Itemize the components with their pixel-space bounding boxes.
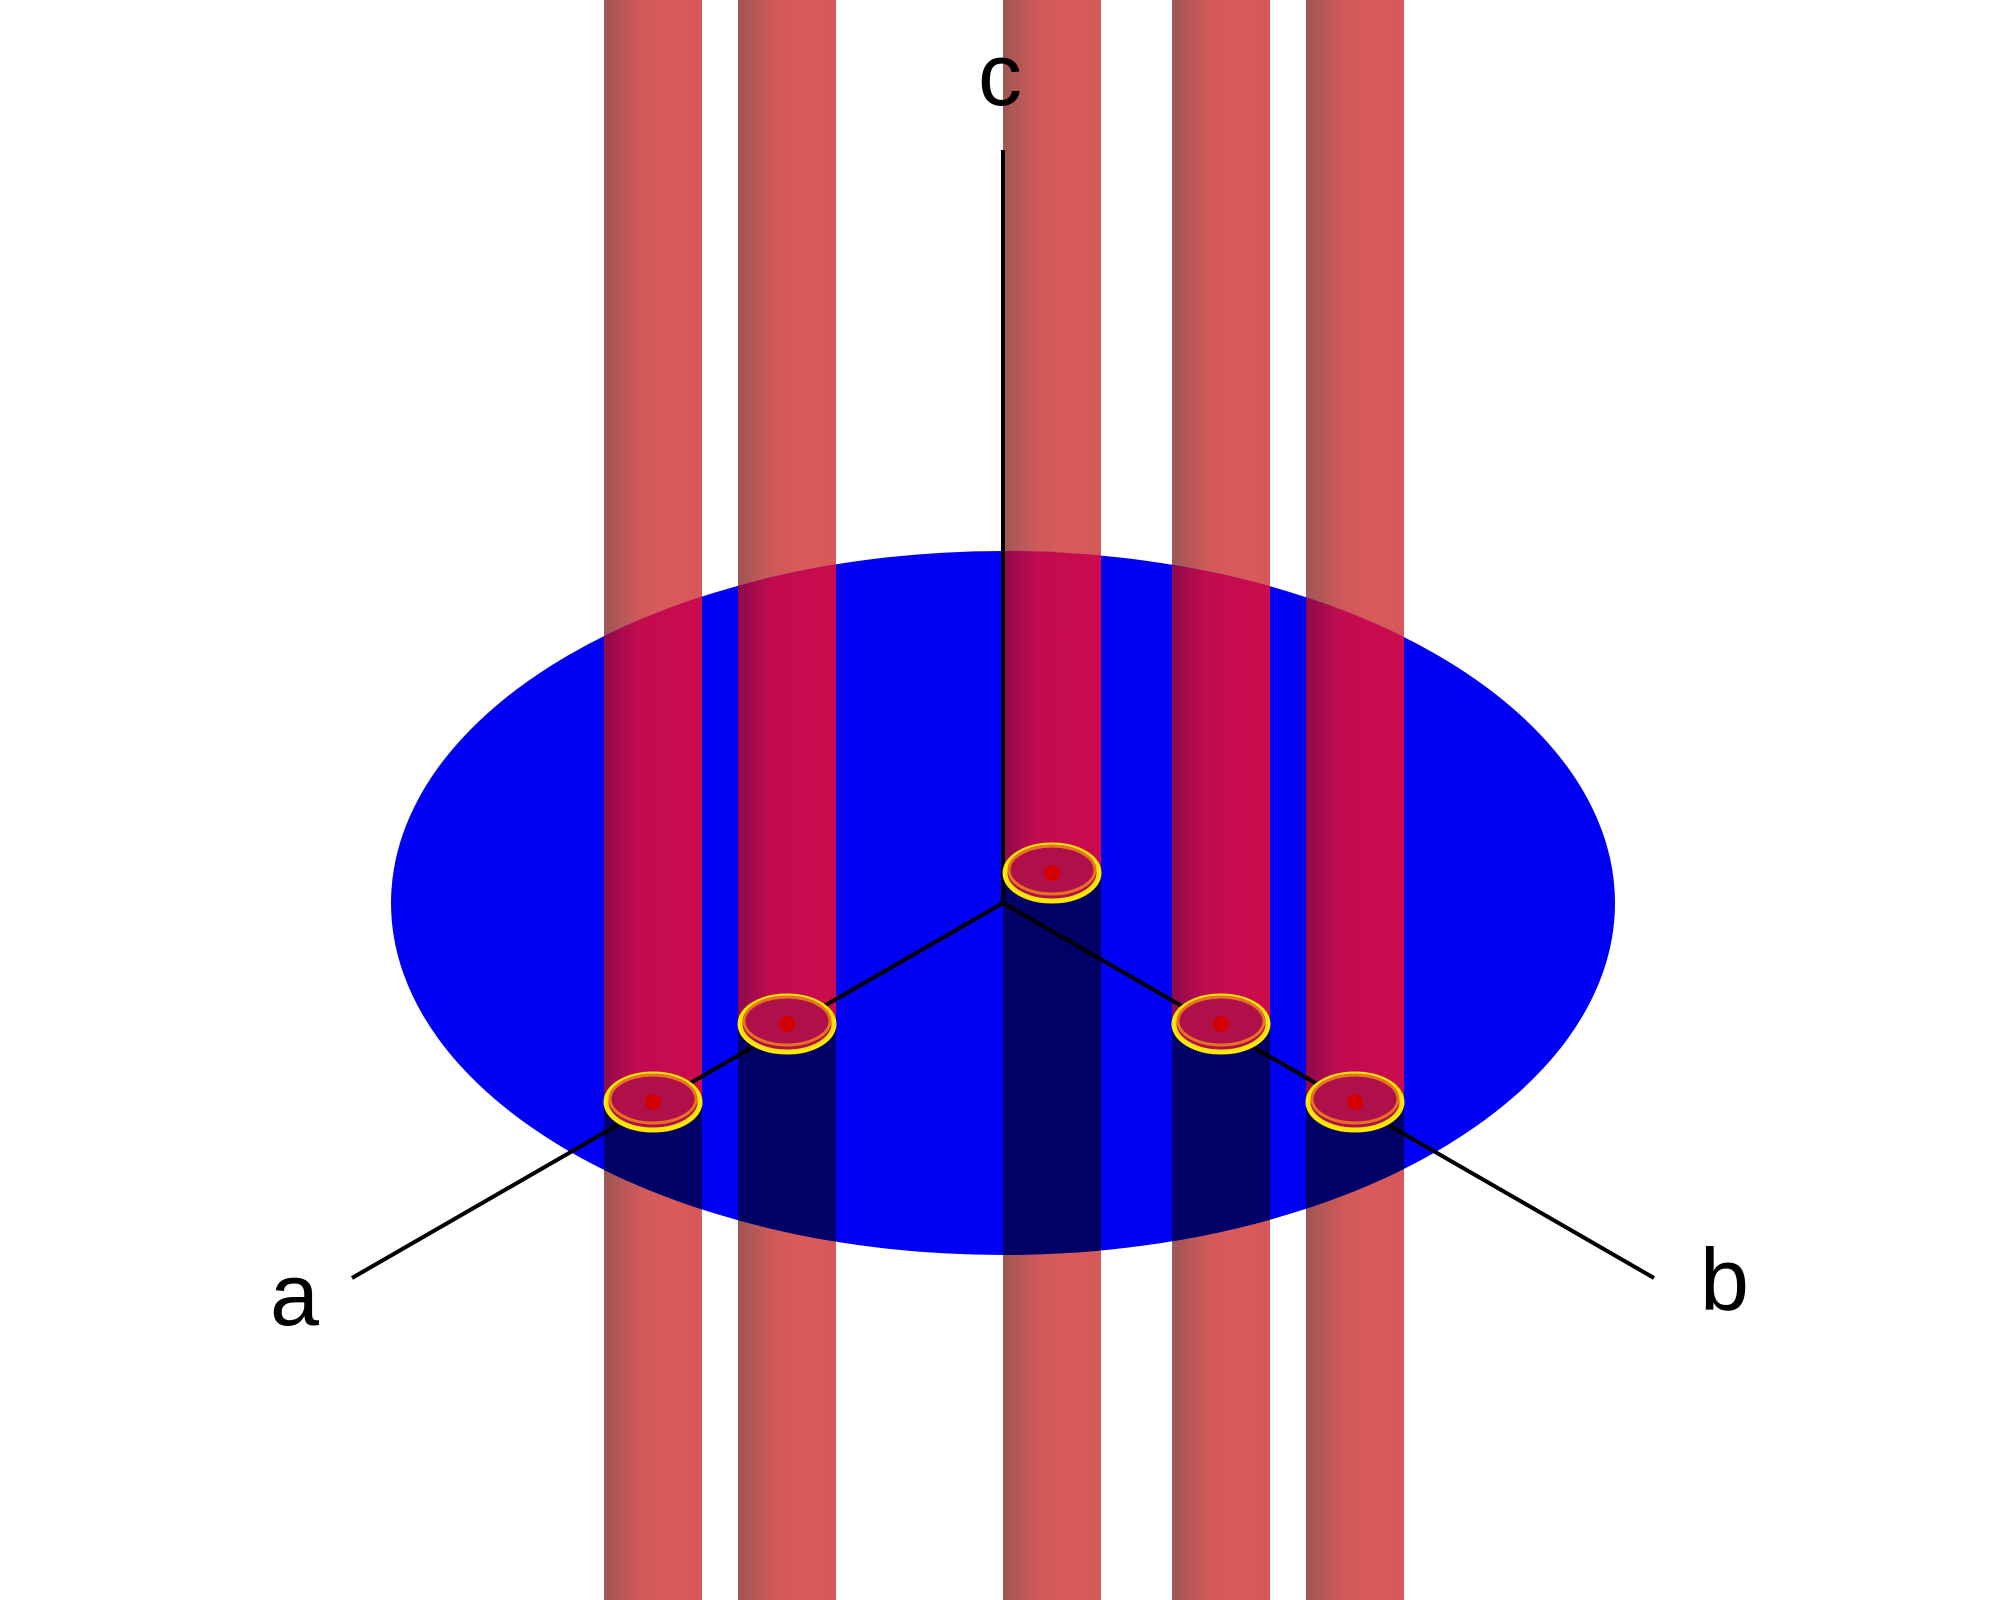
tube-center-ring-inner [1007, 844, 1097, 896]
tube-b-outer-center-dot [1347, 1094, 1363, 1110]
tube-through-plane-layer [604, 551, 1404, 1255]
axis-c-label: c [978, 25, 1022, 124]
tube-center-in-plane [1003, 551, 1101, 873]
tube-center-shadow [1003, 873, 1101, 1255]
axis-a-label: a [270, 1245, 319, 1344]
tube-b-inner-ring-inner [1176, 995, 1266, 1047]
axis-b-label: b [1700, 1230, 1749, 1329]
tube-a-inner-ring-inner [742, 995, 832, 1047]
tube-b-outer-in-plane [1306, 551, 1404, 1102]
tube-b-inner-in-plane [1172, 551, 1270, 1024]
tube-center-center-dot [1044, 865, 1060, 881]
tube-b-inner-center-dot [1213, 1016, 1229, 1032]
tube-a-inner-center-dot [779, 1016, 795, 1032]
tube-b-outer-ring-inner [1310, 1073, 1400, 1125]
tube-a-inner-in-plane [738, 551, 836, 1024]
lattice-point-rings [603, 842, 1405, 1133]
tube-b-inner-shadow [1172, 1024, 1270, 1255]
tube-a-inner-shadow [738, 1024, 836, 1255]
tube-a-outer-center-dot [645, 1094, 661, 1110]
tube-a-outer-in-plane [604, 551, 702, 1102]
tube-a-outer-ring-inner [608, 1073, 698, 1125]
